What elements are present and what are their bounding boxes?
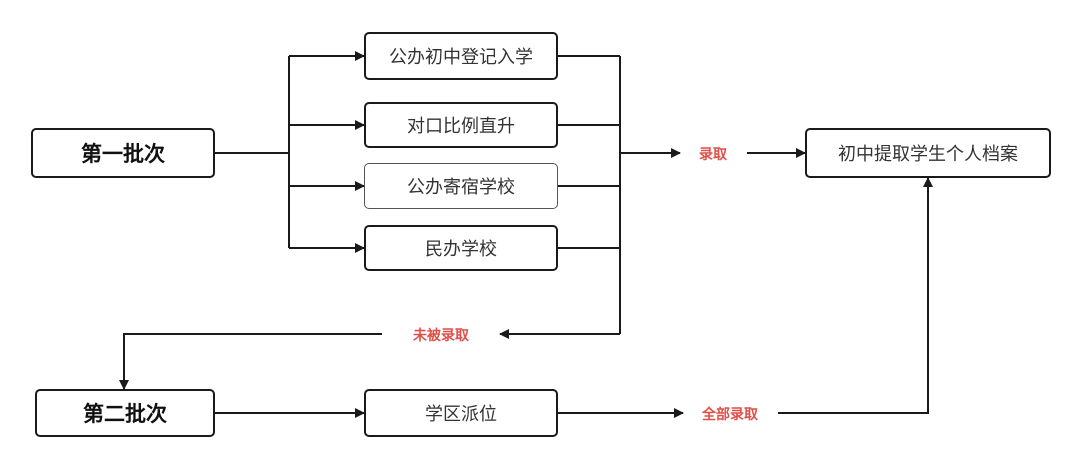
label-all-admit: 全部录取 <box>702 407 758 423</box>
batch1-node: 第一批次 <box>31 128 215 178</box>
option-private-school: 民办学校 <box>364 225 558 271</box>
label-admit: 录取 <box>699 147 727 163</box>
label-not-admitted: 未被录取 <box>413 328 469 344</box>
district-allocation-node: 学区派位 <box>364 389 558 437</box>
batch2-node: 第二批次 <box>35 389 215 437</box>
option-public-boarding: 公办寄宿学校 <box>364 163 558 209</box>
arrow-up-to-archive <box>778 177 933 414</box>
archive-node: 初中提取学生个人档案 <box>805 128 1051 178</box>
option-direct-promotion: 对口比例直升 <box>364 102 558 148</box>
option-public-registration: 公办初中登记入学 <box>364 32 558 80</box>
arrow-to-batch2 <box>119 333 382 390</box>
